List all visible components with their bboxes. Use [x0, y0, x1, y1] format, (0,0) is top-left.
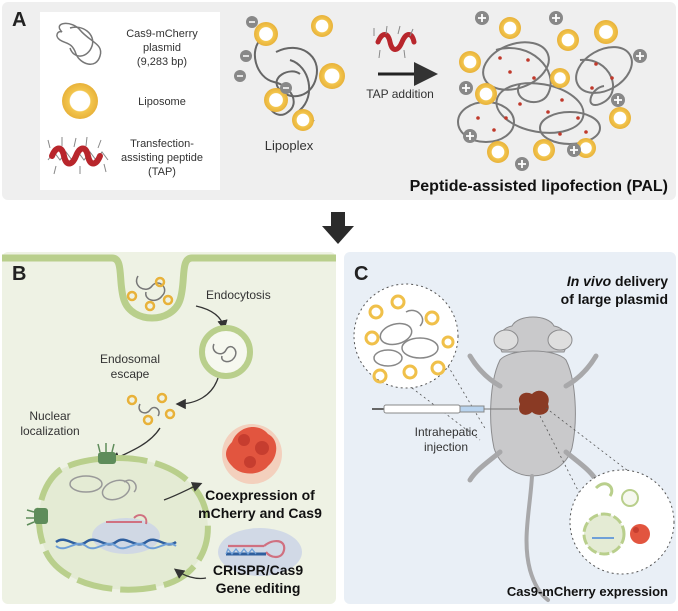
plasmid-legend-icon	[56, 22, 102, 65]
nuclear-pore-icon	[97, 443, 116, 464]
crispr-line2: Gene editing	[216, 580, 301, 596]
endocytosis-label: Endocytosis	[206, 288, 271, 302]
panel-b-letter: B	[12, 263, 26, 285]
endosome	[199, 325, 253, 379]
nuclear-localization-line2: localization	[20, 424, 79, 438]
plasmid-legend-line3: (9,283 bp)	[137, 56, 187, 68]
inset-leader-2	[411, 387, 481, 441]
expression-arrow	[163, 482, 203, 501]
editing-arrow	[173, 568, 207, 580]
lipoplex-label: Lipoplex	[265, 138, 314, 153]
panel-c-title-line1: In vivo delivery	[567, 273, 668, 289]
liver-icon	[518, 390, 549, 415]
expression-label: Cas9-mCherry expression	[507, 584, 668, 599]
pal-zoom-inset	[353, 283, 459, 389]
tap-addition-label: TAP addition	[366, 87, 434, 101]
endocytosis-cargo	[126, 275, 174, 312]
pal-title: Peptide-assisted lipofection (PAL)	[410, 178, 668, 195]
crispr-line1: CRISPR/Cas9	[213, 562, 303, 578]
tap-legend-line3: (TAP)	[148, 166, 176, 178]
plasmid-legend-line2: plasmid	[143, 42, 181, 54]
nuclear-pore-icon-left	[26, 508, 48, 526]
escaped-cargo	[126, 392, 176, 426]
lipoplex-illustration	[234, 15, 345, 131]
coexpression-line1: Coexpression of	[205, 487, 315, 503]
panel-a-letter: A	[12, 9, 26, 31]
tap-legend-line2: assisting peptide	[121, 152, 203, 164]
pal-complex-illustration	[457, 11, 647, 171]
plasmid-legend-line1: Cas9-mCherry	[126, 28, 198, 40]
endosomal-escape-line2: escape	[111, 367, 150, 381]
panel-c-letter: C	[354, 263, 368, 285]
tap-legend-line1: Transfection-	[130, 138, 194, 150]
syringe-icon	[372, 404, 518, 414]
endosomal-escape-line1: Endosomal	[100, 352, 160, 366]
coexpression-line2: mCherry and Cas9	[198, 505, 322, 521]
tap-icon-small	[373, 25, 417, 59]
nuclear-plasmid	[69, 475, 137, 501]
mouse-illustration	[467, 316, 599, 602]
nuclear-localization-line1: Nuclear	[29, 409, 70, 423]
plasma-membrane	[2, 254, 336, 322]
endosome-cargo	[212, 343, 237, 363]
liposome-legend-label: Liposome	[138, 96, 186, 108]
cas9-protein-icon	[222, 424, 282, 484]
injection-line2: injection	[424, 440, 468, 454]
injection-line1: Intrahepatic	[415, 425, 478, 439]
expression-zoom-inset	[569, 469, 675, 575]
panel-c-title-line2: of large plasmid	[561, 291, 668, 307]
tap-legend-icon	[47, 136, 109, 175]
crispr-cas9-icon	[218, 528, 302, 576]
down-arrow-icon	[322, 212, 354, 244]
in-vivo-text: In vivo	[567, 273, 612, 289]
delivery-text: delivery	[611, 273, 668, 289]
escape-arrow	[175, 377, 219, 410]
liposome-legend-icon	[62, 83, 98, 119]
cas9-dna-complex	[55, 514, 177, 554]
